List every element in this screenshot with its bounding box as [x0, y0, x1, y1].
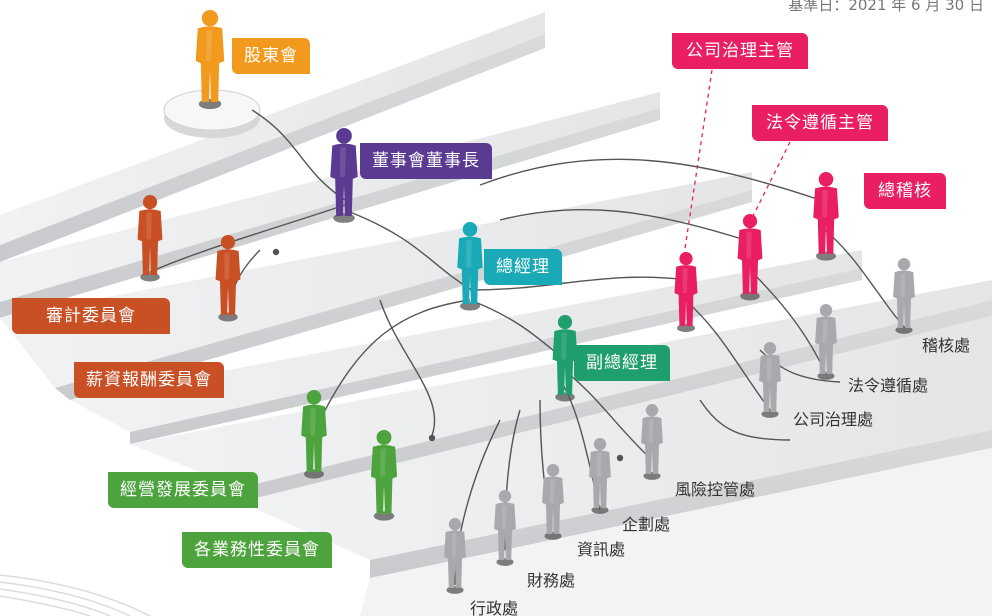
dept-planning: 企劃處 [622, 515, 671, 534]
person-governance-dept [759, 342, 781, 418]
node-remuneration-committee: 薪資報酬委員會 [74, 362, 224, 398]
person-risk-dept [641, 404, 663, 480]
person-remuneration-committee [215, 235, 241, 322]
line-president-gov [469, 276, 691, 291]
line-chairman-audit [149, 204, 346, 273]
dept-it: 資訊處 [577, 540, 626, 559]
step-1-face [0, 34, 545, 262]
node-business-committees: 各業務性委員會 [182, 532, 332, 568]
dept-finance: 財務處 [527, 571, 576, 590]
node-compliance-officer: 法令遵循主管 [752, 105, 888, 141]
line-vp-risk [569, 374, 651, 459]
person-admin-dept [444, 518, 466, 594]
pedestal [163, 89, 261, 138]
step-7 [360, 448, 992, 616]
dept-risk: 風險控管處 [675, 480, 756, 499]
line-bizdev-committees [379, 299, 436, 441]
line-vp-finance [504, 409, 521, 551]
dept-admin: 行政處 [470, 599, 519, 616]
dept-compliance: 法令遵循處 [848, 376, 929, 395]
node-shareholders: 股東會 [232, 38, 310, 74]
person-president [457, 222, 483, 311]
corner-swoosh [0, 574, 151, 616]
person-compliance-officer [737, 214, 763, 301]
date-note: 基準日：2021 年 6 月 30 日 [788, 0, 984, 14]
line-audit-dept [824, 229, 906, 329]
step-4 [70, 250, 862, 432]
node-business-development-committee: 經營發展委員會 [108, 472, 258, 508]
person-business-development-committee [301, 390, 327, 479]
people [137, 10, 915, 594]
person-shareholders [195, 10, 225, 110]
dept-governance: 公司治理處 [793, 410, 874, 429]
node-audit-committee: 審計委員會 [12, 298, 170, 334]
node-vice-president: 副總經理 [574, 345, 670, 381]
step-6-face [370, 430, 992, 578]
node-chief-auditor: 總稽核 [864, 173, 946, 209]
step-3 [0, 172, 752, 388]
line-chairman-bizdev [319, 299, 471, 421]
person-it-dept [542, 464, 564, 540]
person-chairman [330, 128, 358, 223]
step-2 [0, 92, 660, 302]
node-president: 總經理 [484, 249, 562, 285]
node-corporate-governance-officer: 公司治理主管 [672, 33, 808, 69]
person-compliance-dept [815, 304, 837, 380]
person-audit-dept [893, 258, 915, 334]
step-1 [0, 12, 545, 245]
step-5-face [240, 300, 992, 502]
line-gov-dept [684, 299, 771, 411]
line-shareholders-chairman [251, 109, 346, 201]
person-chief-auditor [813, 172, 839, 261]
dashed-leaders [683, 69, 791, 256]
node-chairman: 董事會董事長 [360, 143, 492, 179]
line-president-audit [479, 158, 821, 201]
line-president-comp [499, 208, 746, 241]
person-corporate-governance-officer [674, 252, 698, 333]
person-audit-committee [137, 195, 163, 282]
dept-audit: 稽核處 [922, 336, 971, 355]
person-business-committees [370, 430, 398, 521]
person-finance-dept [494, 490, 516, 566]
person-vice-president [552, 315, 578, 402]
step-3-face [55, 190, 752, 400]
line-chairman-president [349, 211, 473, 291]
person-planning-dept [589, 438, 611, 514]
stair-steps [0, 12, 992, 616]
